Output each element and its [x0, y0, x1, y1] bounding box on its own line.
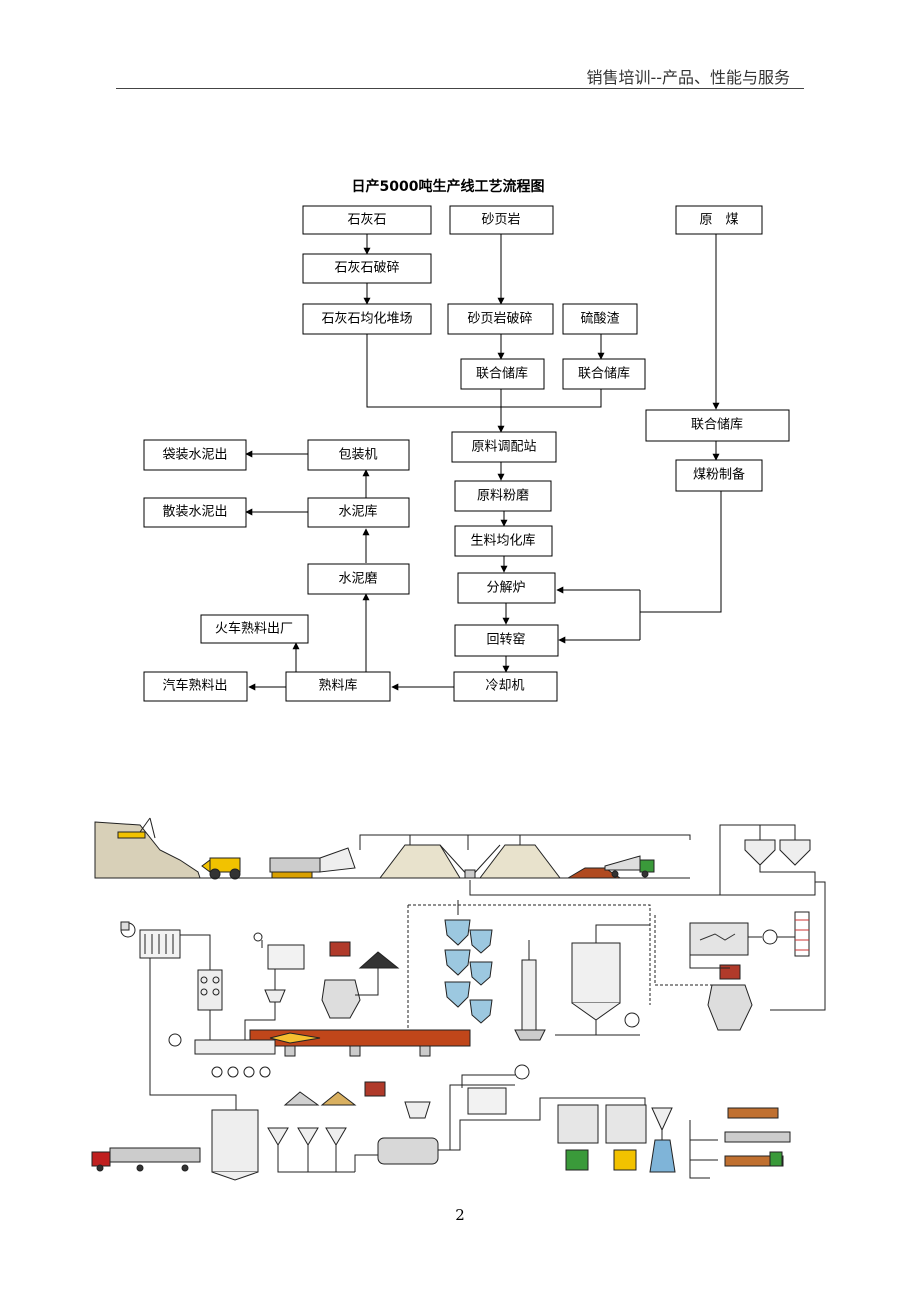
box-cement-mill: 水泥磨 [307, 563, 410, 595]
loader-icon [201, 857, 241, 880]
svg-text:原料粉磨: 原料粉磨 [477, 489, 529, 504]
hopper-1 [744, 839, 776, 866]
svg-text:冷却机: 冷却机 [485, 679, 524, 694]
cement-silo-2 [605, 1104, 647, 1144]
header-rule [116, 88, 804, 89]
stockpile-1 [378, 844, 461, 879]
box-sulfuric-slag: 硫酸渣 [562, 303, 638, 335]
cement-ball-mill [377, 1137, 439, 1165]
svg-text:砂页岩破碎: 砂页岩破碎 [467, 312, 532, 327]
packer-silo [651, 1107, 673, 1132]
box-limestone: 石灰石 [302, 205, 432, 235]
coal-bag-filter [689, 922, 749, 956]
svg-text:石灰石均化堆场: 石灰石均化堆场 [321, 312, 412, 327]
coal-mill-left [321, 941, 361, 1019]
box-shale: 砂页岩 [449, 205, 554, 235]
additive-pile [320, 1091, 357, 1106]
box-train-clinker-out: 火车熟料出厂 [200, 614, 309, 644]
grate-cooler [194, 1039, 276, 1055]
svg-text:砂页岩: 砂页岩 [481, 213, 520, 228]
svg-text:水泥库: 水泥库 [338, 504, 377, 520]
drill-rig-icon [117, 817, 156, 839]
box-shale-crushing: 砂页岩破碎 [447, 303, 554, 335]
bulk-loader-trucks [565, 1149, 637, 1171]
svg-text:袋装水泥出: 袋装水泥出 [162, 448, 227, 463]
flowchart-title: 日产5000吨生产线工艺流程图 [351, 179, 545, 195]
packing-machine [649, 1139, 676, 1173]
feeder-icon [364, 1081, 386, 1097]
flow-connectors [245, 234, 722, 691]
conditioning-tower [521, 959, 537, 1031]
clinker-silo [211, 1109, 259, 1173]
svg-text:原料调配站: 原料调配站 [471, 440, 536, 455]
cement-silo-1 [557, 1104, 599, 1144]
hopper-2 [779, 839, 811, 866]
box-raw-coal: 原 煤 [675, 205, 763, 235]
svg-text:回转窑: 回转窑 [486, 632, 525, 648]
fan-icon [120, 921, 136, 938]
svg-text:硫酸渣: 硫酸渣 [580, 312, 619, 327]
flatbed-truck-icon [724, 1151, 784, 1167]
box-raw-grinding: 原料粉磨 [454, 480, 552, 512]
small-hopper [264, 989, 286, 1003]
svg-text:石灰石: 石灰石 [347, 213, 386, 228]
box-raw-batching: 原料调配站 [451, 431, 557, 463]
cooler-fans [211, 1066, 271, 1078]
separator [404, 1101, 431, 1119]
box-cooler: 冷却机 [453, 671, 558, 702]
box-calciner: 分解炉 [457, 572, 556, 604]
svg-text:包装机: 包装机 [338, 448, 377, 463]
box-joint-storage-1: 联合储库 [460, 358, 545, 390]
box-joint-storage-coal: 联合储库 [645, 409, 790, 442]
svg-text:联合储库: 联合储库 [691, 417, 743, 433]
bag-filter-2 [267, 944, 305, 970]
svg-text:联合储库: 联合储库 [476, 366, 528, 382]
chimney [794, 911, 810, 957]
bulk-truck-icon [91, 1147, 201, 1172]
coal-mill-right [707, 964, 753, 1031]
cement-bag-filter [467, 1087, 507, 1115]
process-flowchart: 石灰石 砂页岩 原 煤 石灰石破碎 石灰石均化堆场 砂页岩破碎 硫酸渣 联合储库… [143, 205, 790, 702]
kiln-flame [269, 1032, 321, 1044]
svg-text:汽车熟料出: 汽车熟料出 [162, 678, 227, 694]
crusher-icon [269, 847, 356, 879]
box-packer: 包装机 [307, 439, 410, 471]
svg-text:分解炉: 分解炉 [486, 581, 525, 596]
svg-text:生料均化库: 生料均化库 [470, 533, 535, 549]
box-bagged-out: 袋装水泥出 [143, 439, 247, 471]
svg-text:煤粉制备: 煤粉制备 [693, 467, 745, 483]
svg-text:水泥磨: 水泥磨 [338, 572, 377, 587]
rail-wagon-icon [724, 1131, 791, 1143]
page-number: 2 [455, 1206, 465, 1224]
box-cement-silo: 水泥库 [307, 497, 410, 528]
svg-text:石灰石破碎: 石灰石破碎 [334, 261, 399, 276]
svg-text:原 煤: 原 煤 [699, 213, 738, 228]
box-rotary-kiln: 回转窑 [454, 624, 559, 657]
box-clinker-storage: 熟料库 [285, 671, 391, 702]
svg-text:联合储库: 联合储库 [578, 366, 630, 382]
quarry-hill [94, 821, 201, 879]
stockpile-2 [478, 844, 562, 879]
svg-text:熟料库: 熟料库 [318, 678, 357, 694]
header-title: 销售培训--产品、性能与服务 [586, 68, 790, 87]
svg-text:散装水泥出: 散装水泥出 [162, 505, 227, 520]
dump-truck-icon [604, 855, 655, 878]
pallet-stacks [727, 1107, 779, 1119]
coal-heap [358, 951, 400, 969]
box-joint-storage-2: 联合储库 [562, 358, 646, 390]
preheater-tower [444, 919, 493, 1024]
bag-filter-1 [139, 929, 181, 959]
box-raw-homogenizing: 生料均化库 [454, 525, 553, 557]
svg-text:火车熟料出厂: 火车熟料出厂 [215, 621, 293, 637]
cement-hoppers [267, 1127, 347, 1146]
raw-meal-silo [571, 942, 621, 1004]
box-limestone-yard: 石灰石均化堆场 [302, 303, 432, 335]
box-bulk-out: 散装水泥出 [143, 497, 247, 528]
gypsum-pile [283, 1091, 320, 1106]
box-limestone-crushing: 石灰石破碎 [302, 253, 432, 284]
reclaimer-icon [439, 844, 501, 879]
box-coal-prep: 煤粉制备 [675, 459, 763, 492]
box-truck-clinker-out: 汽车熟料出 [143, 671, 248, 702]
